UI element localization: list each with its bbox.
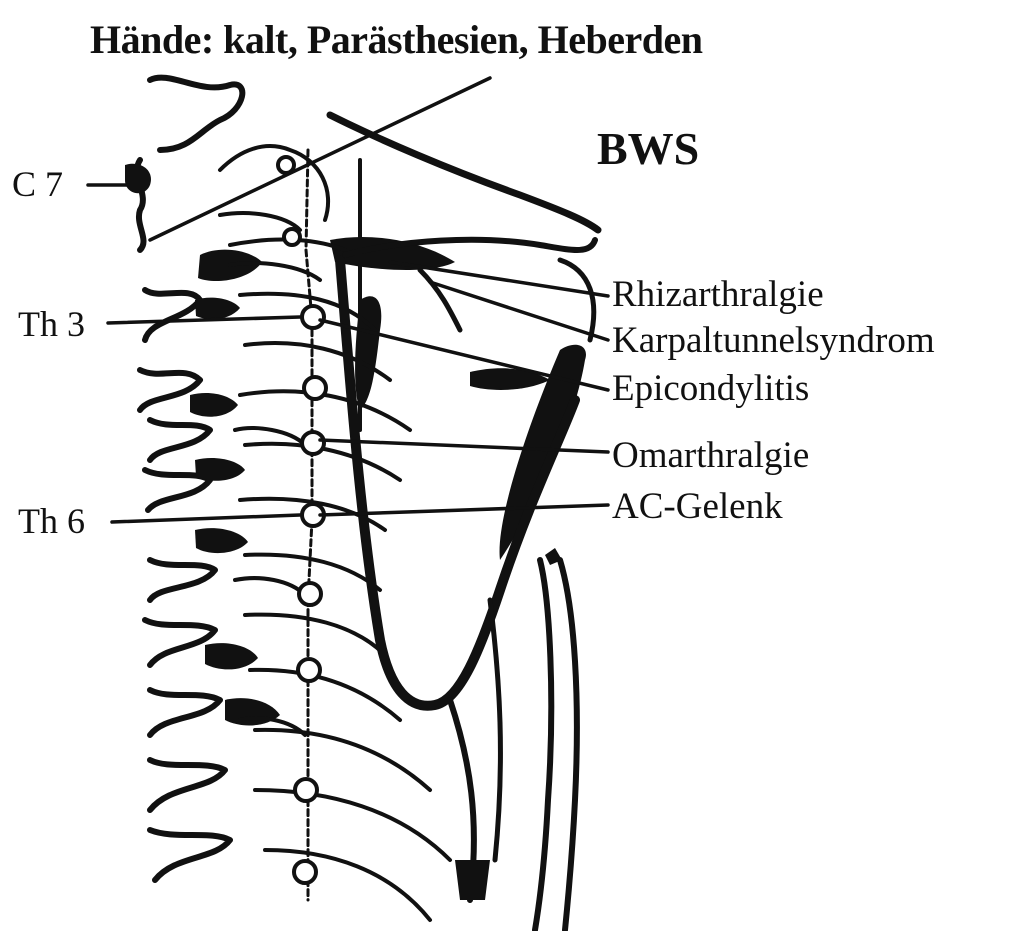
spine-label-th6: Th 6 bbox=[18, 503, 85, 539]
humerus bbox=[535, 560, 577, 930]
condition-epicondylitis: Epicondylitis bbox=[612, 370, 809, 407]
condition-omarthralgie: Omarthralgie bbox=[612, 437, 809, 474]
header-text: Hände: kalt, Parästhesien, Heberden bbox=[90, 20, 702, 60]
spine-label-c7: C 7 bbox=[12, 166, 63, 202]
condition-ac-gelenk: AC-Gelenk bbox=[612, 488, 783, 525]
clavicle bbox=[330, 115, 598, 230]
region-label: BWS bbox=[597, 126, 699, 172]
spine-label-th3: Th 3 bbox=[18, 306, 85, 342]
condition-karpaltunnelsyndrom: Karpaltunnelsyndrom bbox=[612, 322, 935, 359]
condition-rhizarthralgie: Rhizarthralgie bbox=[612, 276, 824, 313]
